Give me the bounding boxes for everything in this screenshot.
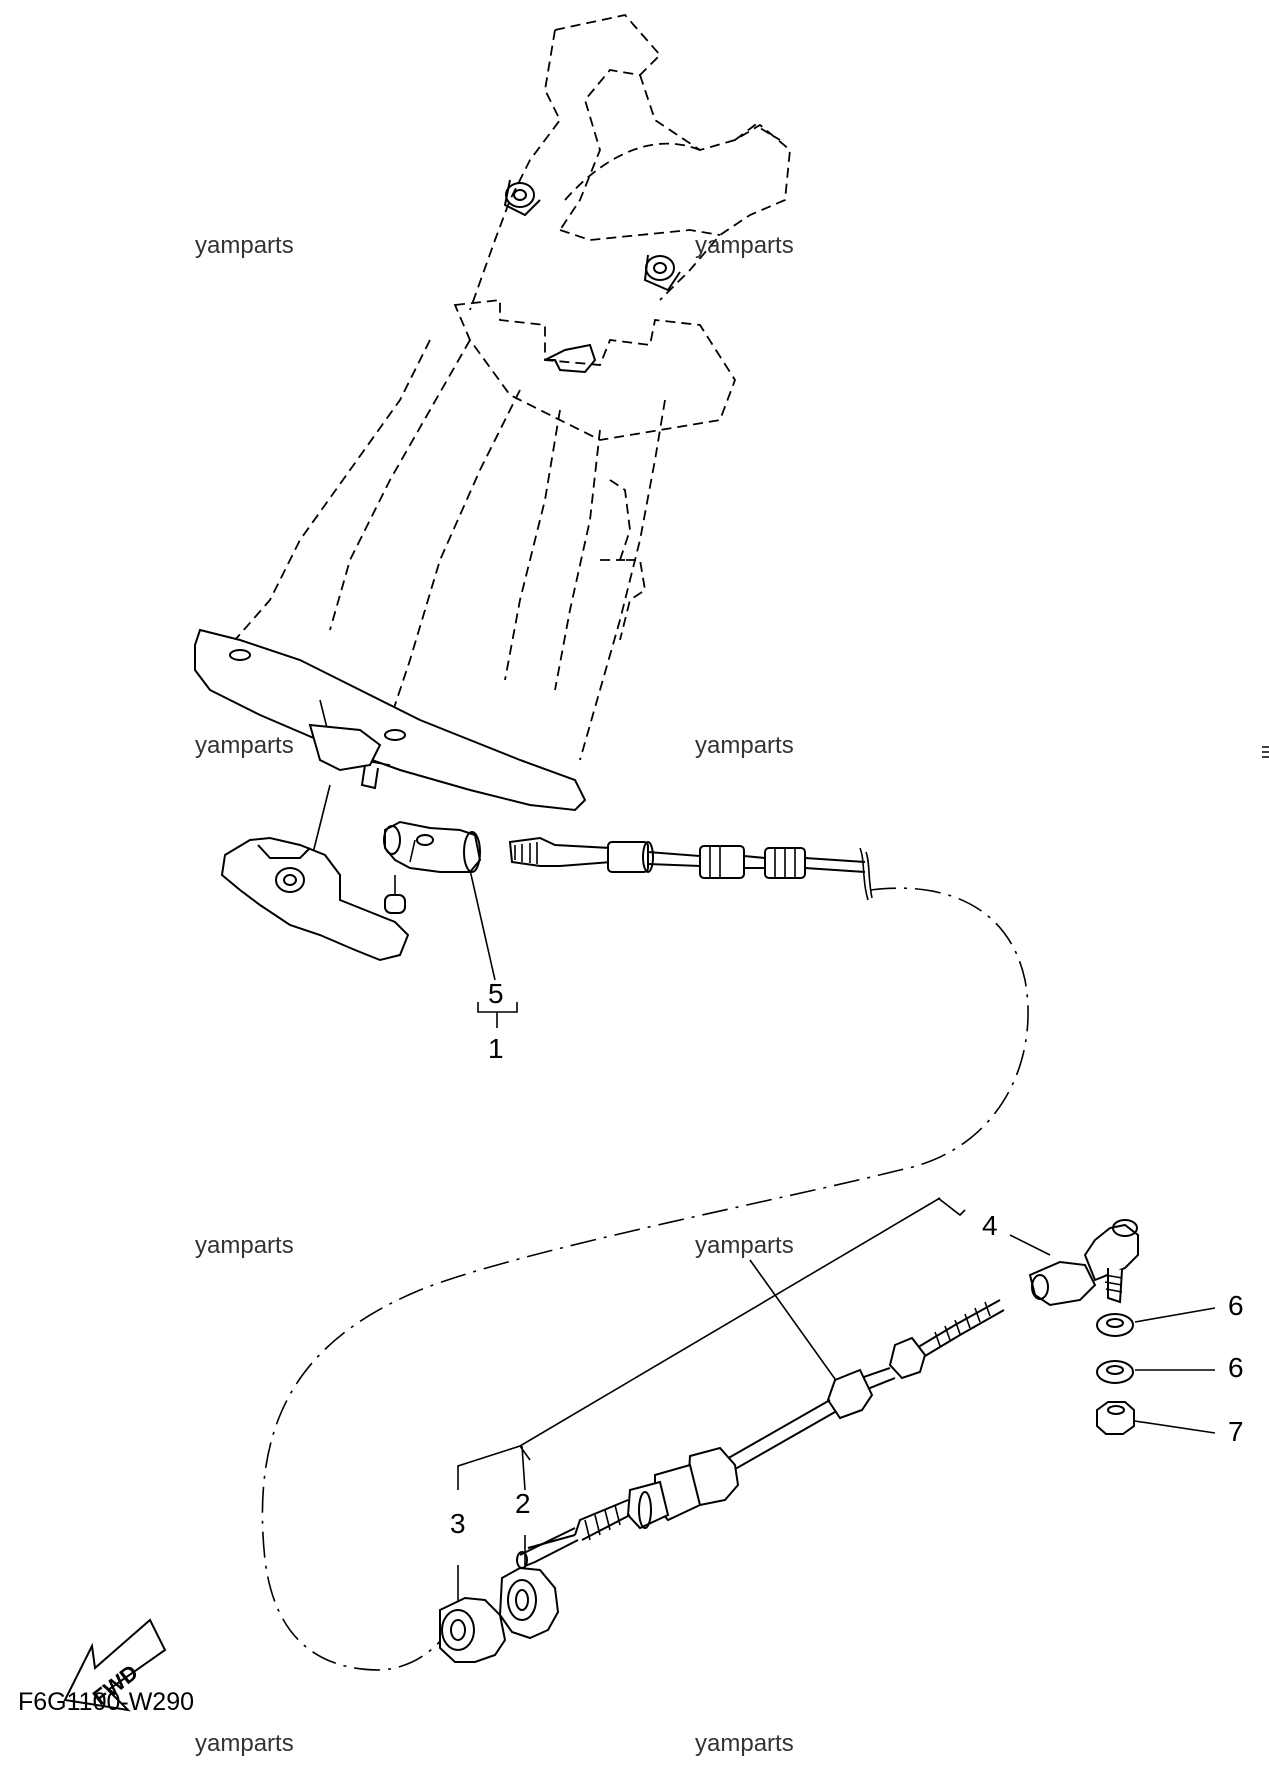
watermark: yamparts — [695, 232, 794, 259]
fwd-arrow-icon: FWD — [63, 1618, 167, 1712]
watermark: yamparts — [695, 1730, 794, 1757]
watermark: yamparts — [195, 732, 294, 759]
shift-cable-route — [261, 887, 1029, 1671]
upper-casing-phantom — [194, 14, 791, 812]
washer-part-6-upper — [1096, 1313, 1134, 1337]
washer-part-6-lower — [1096, 1360, 1134, 1384]
washer-part-2 — [498, 1566, 560, 1640]
upper-cable-fittings — [508, 836, 873, 901]
watermark: yamparts — [195, 1232, 294, 1259]
watermark: yamparts — [195, 232, 294, 259]
cable-joint-part-5 — [383, 820, 482, 873]
shift-lever-assembly — [220, 784, 410, 962]
watermark: yamparts — [695, 732, 794, 759]
watermark: yamparts — [695, 1232, 794, 1259]
grommet-part-3 — [439, 1596, 507, 1663]
callout-3: 3 — [450, 1508, 466, 1539]
watermark: yamparts — [195, 1730, 294, 1757]
callout-6-upper: 6 — [1228, 1290, 1244, 1321]
cable-end-part-4 — [1028, 1219, 1139, 1307]
callout-1: 1 — [488, 1033, 504, 1064]
callout-6-lower: 6 — [1228, 1352, 1244, 1383]
callout-5: 5 — [488, 978, 504, 1009]
lower-cable — [516, 1299, 1005, 1569]
callout-4: 4 — [982, 1210, 998, 1241]
callout-7: 7 — [1228, 1416, 1244, 1447]
diagram-code: F6G1100-W290 — [18, 1688, 195, 1716]
callout-2: 2 — [515, 1488, 531, 1519]
nut-part-7 — [1096, 1401, 1135, 1435]
